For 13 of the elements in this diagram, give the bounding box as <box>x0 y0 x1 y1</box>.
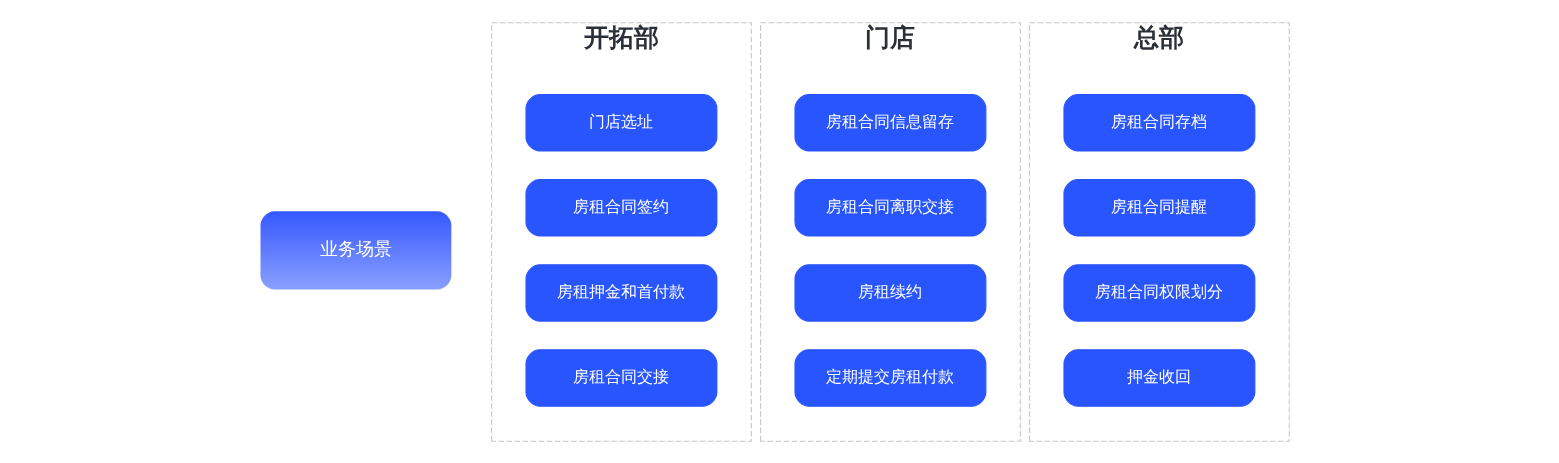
node-box: 定期提交房租付款 <box>794 348 987 407</box>
node-box: 房租押金和首付款 <box>525 263 718 322</box>
node-box: 房租合同存档 <box>1063 93 1256 152</box>
node-box: 房租合同签约 <box>525 178 718 237</box>
node-box: 房租合同交接 <box>525 348 718 407</box>
node-box: 房租合同离职交接 <box>794 178 987 237</box>
node-box: 房租合同信息留存 <box>794 93 987 152</box>
node-box: 房租合同提醒 <box>1063 178 1256 237</box>
node-box: 房租续约 <box>794 263 987 322</box>
node-box: 业务场景 <box>260 210 452 289</box>
node-box: 房租合同权限划分 <box>1063 263 1256 322</box>
node-box: 押金收回 <box>1063 348 1256 407</box>
node-box: 门店选址 <box>525 93 718 152</box>
